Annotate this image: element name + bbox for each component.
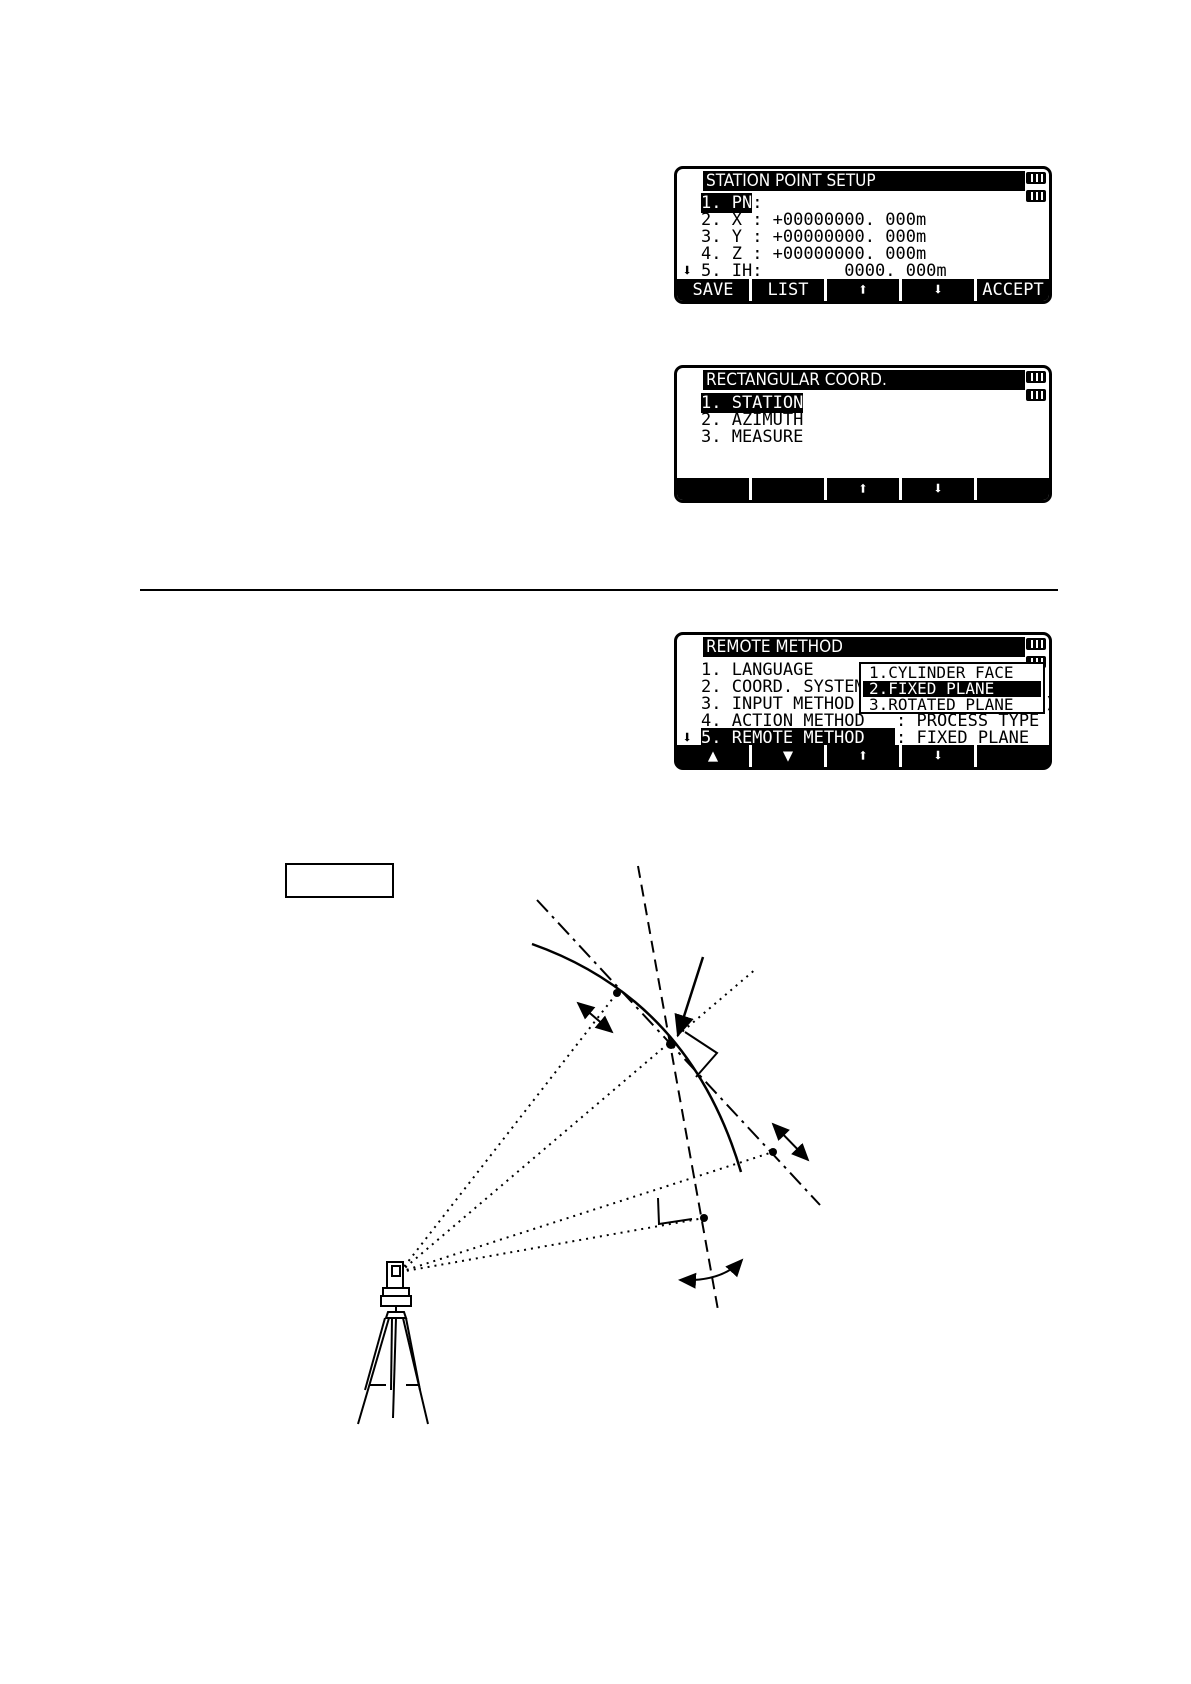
remote-method-screen: REMOTE METHOD 1. LANGUAGE 2. COORD. SYST… bbox=[674, 632, 1055, 770]
page-down-button[interactable]: ⬇ bbox=[899, 745, 974, 767]
total-station-icon bbox=[380, 1261, 412, 1312]
field-label: 5. IH bbox=[701, 261, 753, 281]
menu-item-station[interactable]: 1. STATION bbox=[701, 393, 804, 413]
right-angle-mark bbox=[657, 1197, 693, 1226]
rotation-arrow bbox=[678, 1258, 744, 1289]
menu-item-measure[interactable]: 3. MEASURE bbox=[701, 427, 804, 447]
plane-line bbox=[536, 899, 821, 1206]
softkey-f5[interactable] bbox=[974, 478, 1049, 500]
battery-icon bbox=[1026, 389, 1046, 401]
menu-item-azimuth[interactable]: 2. AZIMUTH bbox=[701, 410, 804, 430]
popup-edge: ) bbox=[1045, 693, 1055, 712]
pointer-arrow bbox=[674, 956, 705, 1038]
page-up-button[interactable]: ⬆ bbox=[824, 478, 899, 500]
screen-title: REMOTE METHOD bbox=[703, 637, 847, 657]
point bbox=[666, 1039, 676, 1049]
option-rotated-plane[interactable]: 3.ROTATED PLANE bbox=[869, 695, 1014, 714]
point bbox=[700, 1214, 708, 1222]
field-label: 3. Y bbox=[701, 227, 742, 247]
dashed-axis-line bbox=[637, 865, 719, 1311]
setting-language[interactable]: 1. LANGUAGE bbox=[701, 660, 814, 680]
point bbox=[769, 1148, 777, 1156]
field-value: : bbox=[752, 193, 763, 213]
sight-line bbox=[399, 967, 758, 1273]
softkey-bar: SAVE LIST ⬆ ⬇ ACCEPT bbox=[677, 279, 1049, 301]
down-arrow-icon: ⬇ bbox=[682, 728, 693, 748]
softkey-f5[interactable] bbox=[974, 745, 1049, 767]
field-value: : +00000000. 000m bbox=[741, 244, 927, 264]
field-value: : +00000000. 000m bbox=[741, 210, 927, 230]
page-up-button[interactable]: ⬆ bbox=[824, 745, 899, 767]
down-arrow-icon: ⬇ bbox=[682, 261, 693, 281]
blank-label-box bbox=[285, 863, 394, 898]
page-down-button[interactable]: ⬇ bbox=[899, 478, 974, 500]
battery-icon bbox=[1026, 371, 1046, 383]
option-cylinder-face[interactable]: 1.CYLINDER FACE bbox=[869, 663, 1014, 682]
battery-icon bbox=[1026, 638, 1046, 650]
accept-button[interactable]: ACCEPT bbox=[974, 279, 1049, 301]
setting-action-method[interactable]: 4. ACTION METHOD: PROCESS TYPE bbox=[701, 711, 1040, 731]
battery-icon bbox=[1026, 172, 1046, 184]
battery-icon bbox=[1026, 190, 1046, 202]
softkey-bar: ⬆ ⬇ bbox=[677, 478, 1049, 500]
double-arrow bbox=[576, 1001, 614, 1034]
screen-title: STATION POINT SETUP bbox=[703, 171, 880, 191]
field-value: : +00000000. 000m bbox=[741, 227, 927, 247]
sight-line bbox=[399, 1151, 774, 1273]
rectangular-coord-screen: RECTANGULAR COORD. 1. STATION 2. AZIMUTH… bbox=[674, 365, 1052, 503]
page-up-button[interactable]: ⬆ bbox=[824, 279, 899, 301]
cylinder-surface-curve bbox=[531, 942, 743, 1173]
field-label: 2. X bbox=[701, 210, 742, 230]
softkey-bar: ▲ ▼ ⬆ ⬇ bbox=[677, 745, 1049, 767]
screen-title: RECTANGULAR COORD. bbox=[703, 370, 891, 390]
field-label: 4. Z bbox=[701, 244, 742, 264]
option-fixed-plane[interactable]: 2.FIXED PLANE bbox=[863, 681, 1041, 697]
section-divider bbox=[140, 589, 1058, 591]
remote-method-dropdown[interactable]: 1.CYLINDER FACE 2.FIXED PLANE 3.ROTATED … bbox=[859, 662, 1045, 714]
double-arrow bbox=[771, 1122, 810, 1162]
field-label: 1. PN bbox=[701, 193, 753, 213]
field-y[interactable]: 3. Y : +00000000. 000m bbox=[701, 229, 926, 246]
softkey-f2[interactable] bbox=[749, 478, 824, 500]
sight-line bbox=[399, 1217, 705, 1273]
cursor-down-button[interactable]: ▼ bbox=[749, 745, 824, 767]
cursor-up-button[interactable]: ▲ bbox=[707, 746, 719, 766]
station-point-setup-screen: STATION POINT SETUP 1. PN: 2. X : +00000… bbox=[674, 166, 1052, 304]
setting-remote-method[interactable]: 5. REMOTE METHOD: FIXED PLANE bbox=[701, 728, 1030, 748]
field-ih[interactable]: 5. IH: 0000. 000m bbox=[701, 263, 947, 280]
field-z[interactable]: 4. Z : +00000000. 000m bbox=[701, 246, 926, 263]
right-angle-mark bbox=[684, 1031, 719, 1078]
point bbox=[613, 989, 621, 997]
save-button[interactable]: SAVE bbox=[692, 280, 734, 300]
field-x[interactable]: 2. X : +00000000. 000m bbox=[701, 212, 926, 229]
page-down-button[interactable]: ⬇ bbox=[899, 279, 974, 301]
setting-input-method[interactable]: 3. INPUT METHOD bbox=[701, 694, 855, 714]
tripod-icon bbox=[357, 1311, 429, 1425]
softkey-f1[interactable] bbox=[677, 478, 749, 500]
field-pn[interactable]: 1. PN: bbox=[701, 193, 763, 213]
list-button[interactable]: LIST bbox=[749, 279, 824, 301]
setting-coord-system[interactable]: 2. COORD. SYSTEM bbox=[701, 677, 865, 697]
sight-line bbox=[399, 992, 618, 1273]
field-value: : 0000. 000m bbox=[752, 261, 947, 281]
